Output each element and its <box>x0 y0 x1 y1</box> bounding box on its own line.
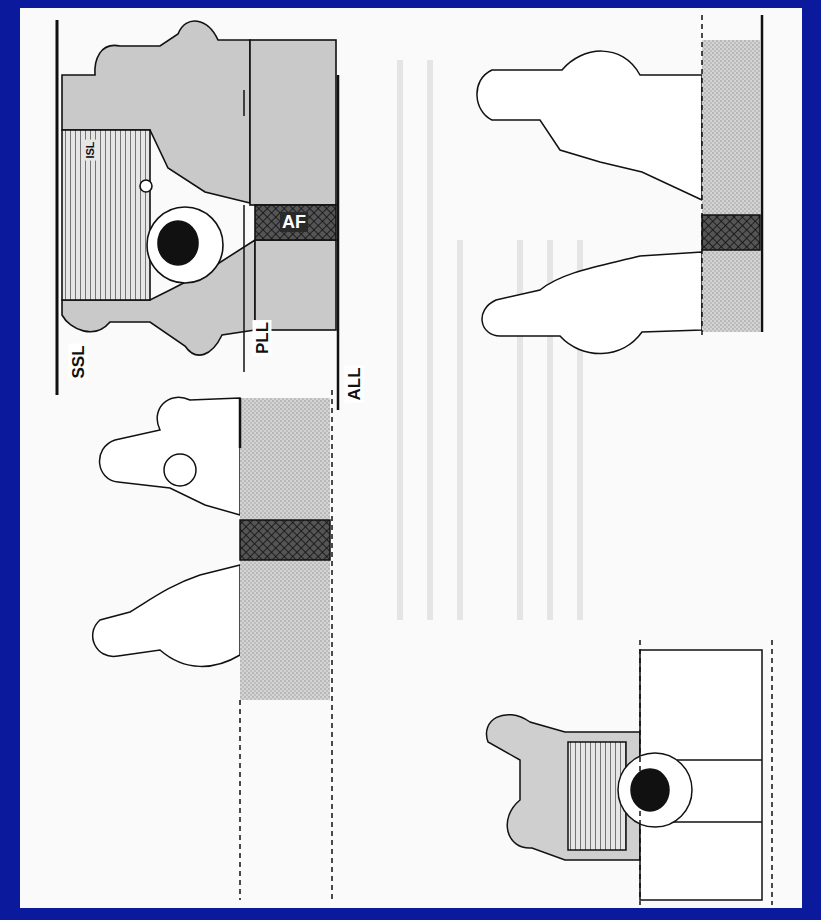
part-label: PLL <box>253 320 272 356</box>
bleed-through <box>400 60 580 620</box>
vertebra-outline <box>93 390 332 900</box>
vertebra-detailed <box>62 21 336 355</box>
part-label: AF <box>280 212 308 232</box>
ligament-lines <box>57 20 338 410</box>
part-label: ALL <box>345 365 364 402</box>
part-label: ISL <box>84 139 97 160</box>
page-ground <box>20 8 802 908</box>
part-label: SSL <box>69 343 88 380</box>
vertebra-outline <box>477 15 762 354</box>
vertebra-shaded-posterior <box>486 640 772 905</box>
